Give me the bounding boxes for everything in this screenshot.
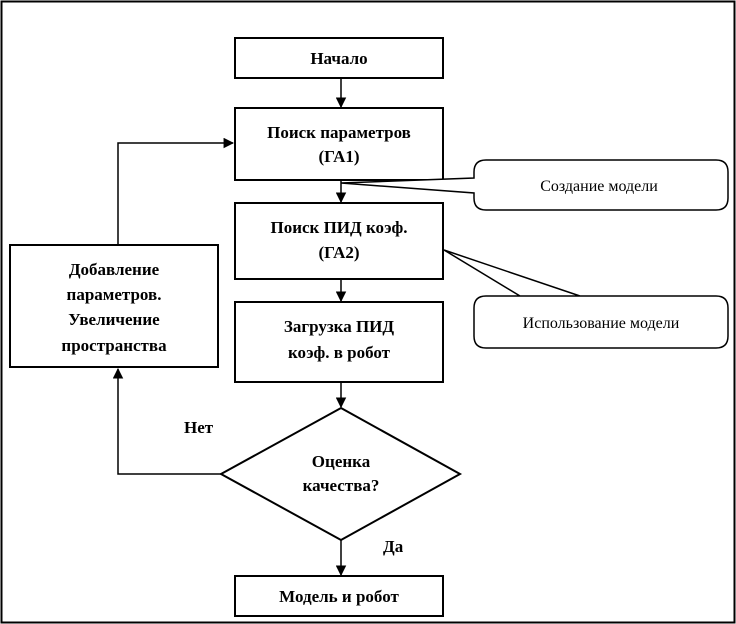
node-search-pid-line2: (ГА2) (318, 243, 359, 262)
node-add-params: Добавление параметров. Увеличение простр… (9, 244, 219, 368)
node-search-pid-line1: Поиск ПИД коэф. (270, 218, 407, 237)
arrow-decision-to-add-params (112, 367, 221, 475)
node-add-params-line3: Увеличение (68, 310, 160, 329)
node-result-label: Модель и робот (279, 587, 399, 606)
callout-model-usage: Использование модели (443, 249, 729, 349)
node-load-pid: Загрузка ПИД коэф. в робот (234, 301, 444, 383)
callout-model-usage-text: Использование модели (523, 315, 680, 332)
node-search-params-line2: (ГА1) (318, 147, 359, 166)
node-search-pid: Поиск ПИД коэф. (ГА2) (234, 202, 444, 280)
node-start: Начало (234, 37, 444, 79)
node-decision-line2: качества? (303, 476, 380, 495)
node-load-pid-line1: Загрузка ПИД (284, 317, 394, 336)
callout-model-creation: Создание модели (340, 159, 729, 211)
node-start-label: Начало (310, 49, 367, 68)
arrow-add-params-to-search (117, 137, 235, 245)
node-add-params-line4: пространства (61, 336, 167, 355)
edge-label-no: Нет (184, 418, 214, 437)
node-result: Модель и робот (234, 575, 444, 617)
node-decision-line1: Оценка (312, 452, 371, 471)
node-add-params-line1: Добавление (69, 260, 160, 279)
callout-model-creation-text: Создание модели (540, 178, 658, 195)
node-decision: Оценка качества? (218, 406, 463, 542)
edge-label-yes: Да (383, 537, 404, 556)
node-search-params: Поиск параметров (ГА1) (234, 107, 444, 181)
node-add-params-line2: параметров. (67, 285, 162, 304)
node-load-pid-line2: коэф. в робот (288, 343, 391, 362)
node-search-params-line1: Поиск параметров (267, 123, 411, 142)
